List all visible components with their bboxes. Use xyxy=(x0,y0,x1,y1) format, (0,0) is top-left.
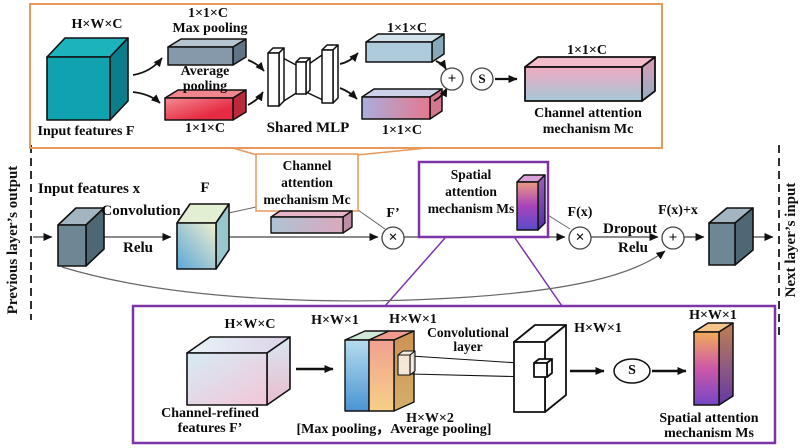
input-features-cube xyxy=(46,37,129,121)
mlp-output-bar-bottom xyxy=(361,88,443,120)
channel-attention-detail-box xyxy=(29,3,663,149)
convolution-label: Convolution xyxy=(101,203,181,219)
channel-attention-mc-bar xyxy=(524,56,656,102)
mc-box-line3: mechanism Mc xyxy=(263,192,351,207)
average-pooling-label-2: pooling xyxy=(182,79,228,94)
multiply-operator-1: × xyxy=(388,229,398,246)
hw2-label: H×W×2 xyxy=(406,411,454,426)
mc-dims-label: 1×1×C xyxy=(566,43,608,58)
hw1-label-a: H×W×1 xyxy=(311,313,359,328)
channel-refined-label-1: Channel-refined xyxy=(161,406,259,421)
sigmoid-operator-bottom: S xyxy=(628,363,636,378)
output-cube xyxy=(708,207,754,266)
channel-refined-slab xyxy=(186,336,291,406)
input-features-x-label: Input features x xyxy=(37,181,141,197)
ms-box-line1: Spatial xyxy=(450,167,492,182)
previous-layer-output-label: Previous layer’s output xyxy=(5,165,21,315)
ms-box-line2: attention xyxy=(445,184,497,199)
out-top-dims-label: 1×1×C xyxy=(386,21,428,36)
max-dims-label: 1×1×C xyxy=(187,6,229,21)
max-pooling-label: Max pooling xyxy=(172,21,248,36)
fx-plus-x-label: F(x)+x xyxy=(658,203,698,218)
max-pooling-bar xyxy=(167,38,247,66)
hw1-label-d: H×W×1 xyxy=(689,308,737,323)
mc-label-line1: Channel attention xyxy=(534,106,642,121)
sigmoid-ellipse-bottom xyxy=(613,358,651,384)
f-cube xyxy=(176,203,230,270)
orange-funnel-lines xyxy=(232,147,428,156)
dropout-label: Dropout xyxy=(603,221,657,237)
shared-mlp-shape xyxy=(267,44,339,107)
plus-operator-mid: + xyxy=(668,230,678,246)
sigmoid-circle-top xyxy=(470,67,494,91)
hw1-label-c: H×W×1 xyxy=(574,321,622,336)
multiply-operator-2: × xyxy=(575,229,585,246)
channel-attention-label-box xyxy=(255,153,359,212)
mc-small-bar xyxy=(270,210,353,234)
hw1-label-b: H×W×1 xyxy=(389,312,437,327)
channel-refined-label-2: features F’ xyxy=(177,421,243,436)
fprime-dims-label: H×W×C xyxy=(224,317,276,332)
spatial-ms-slab xyxy=(693,322,734,406)
residual-skip-curve xyxy=(61,250,666,302)
plus-operator-top: + xyxy=(447,71,457,87)
mc-box-line2: attention xyxy=(281,175,333,190)
out-bot-dims-label: 1×1×C xyxy=(381,123,423,138)
relu-label-2: Relu xyxy=(618,240,648,256)
f-label: F xyxy=(200,180,210,196)
f-prime-label: F’ xyxy=(386,206,400,221)
avg-dims-label: 1×1×C xyxy=(184,121,226,136)
purple-funnel-lines xyxy=(384,237,563,307)
shared-mlp-label: Shared MLP xyxy=(266,120,350,136)
ms-small-slab xyxy=(516,174,546,231)
ms-box-line3: mechanism Ms xyxy=(427,201,515,216)
relu-label-1: Relu xyxy=(123,240,153,256)
pooling-bracket-label: [Max pooling，Average pooling] xyxy=(296,422,492,437)
input-dims-label: H×W×C xyxy=(71,17,123,32)
top-box-arrows xyxy=(132,52,448,106)
mc-box-line1: Channel xyxy=(282,158,332,173)
conv-layer-label-1: Convolutional xyxy=(427,325,509,340)
sigmoid-operator-top: S xyxy=(478,71,486,86)
spatial-ms-label-2: mechanism Ms xyxy=(664,426,754,441)
fx-label: F(x) xyxy=(567,205,593,220)
average-pooling-label-1: Average xyxy=(180,64,230,79)
input-x-cube xyxy=(57,207,105,267)
spatial-ms-label-1: Spatial attention xyxy=(659,411,759,426)
plus-circle-top xyxy=(440,67,464,91)
conv-output-slab xyxy=(513,324,567,413)
multiply-circle-2 xyxy=(568,226,592,250)
next-layer-input-label: Next layer’s input xyxy=(783,182,799,298)
multiply-circle-1 xyxy=(381,226,405,250)
mc-label-line2: mechanism Mc xyxy=(542,122,634,137)
mlp-output-bar-top xyxy=(365,33,445,63)
input-features-f-label: Input features F xyxy=(37,124,135,139)
add-circle xyxy=(661,226,685,250)
conv-layer-label-2: layer xyxy=(453,339,483,354)
average-pooling-bar xyxy=(164,89,247,121)
